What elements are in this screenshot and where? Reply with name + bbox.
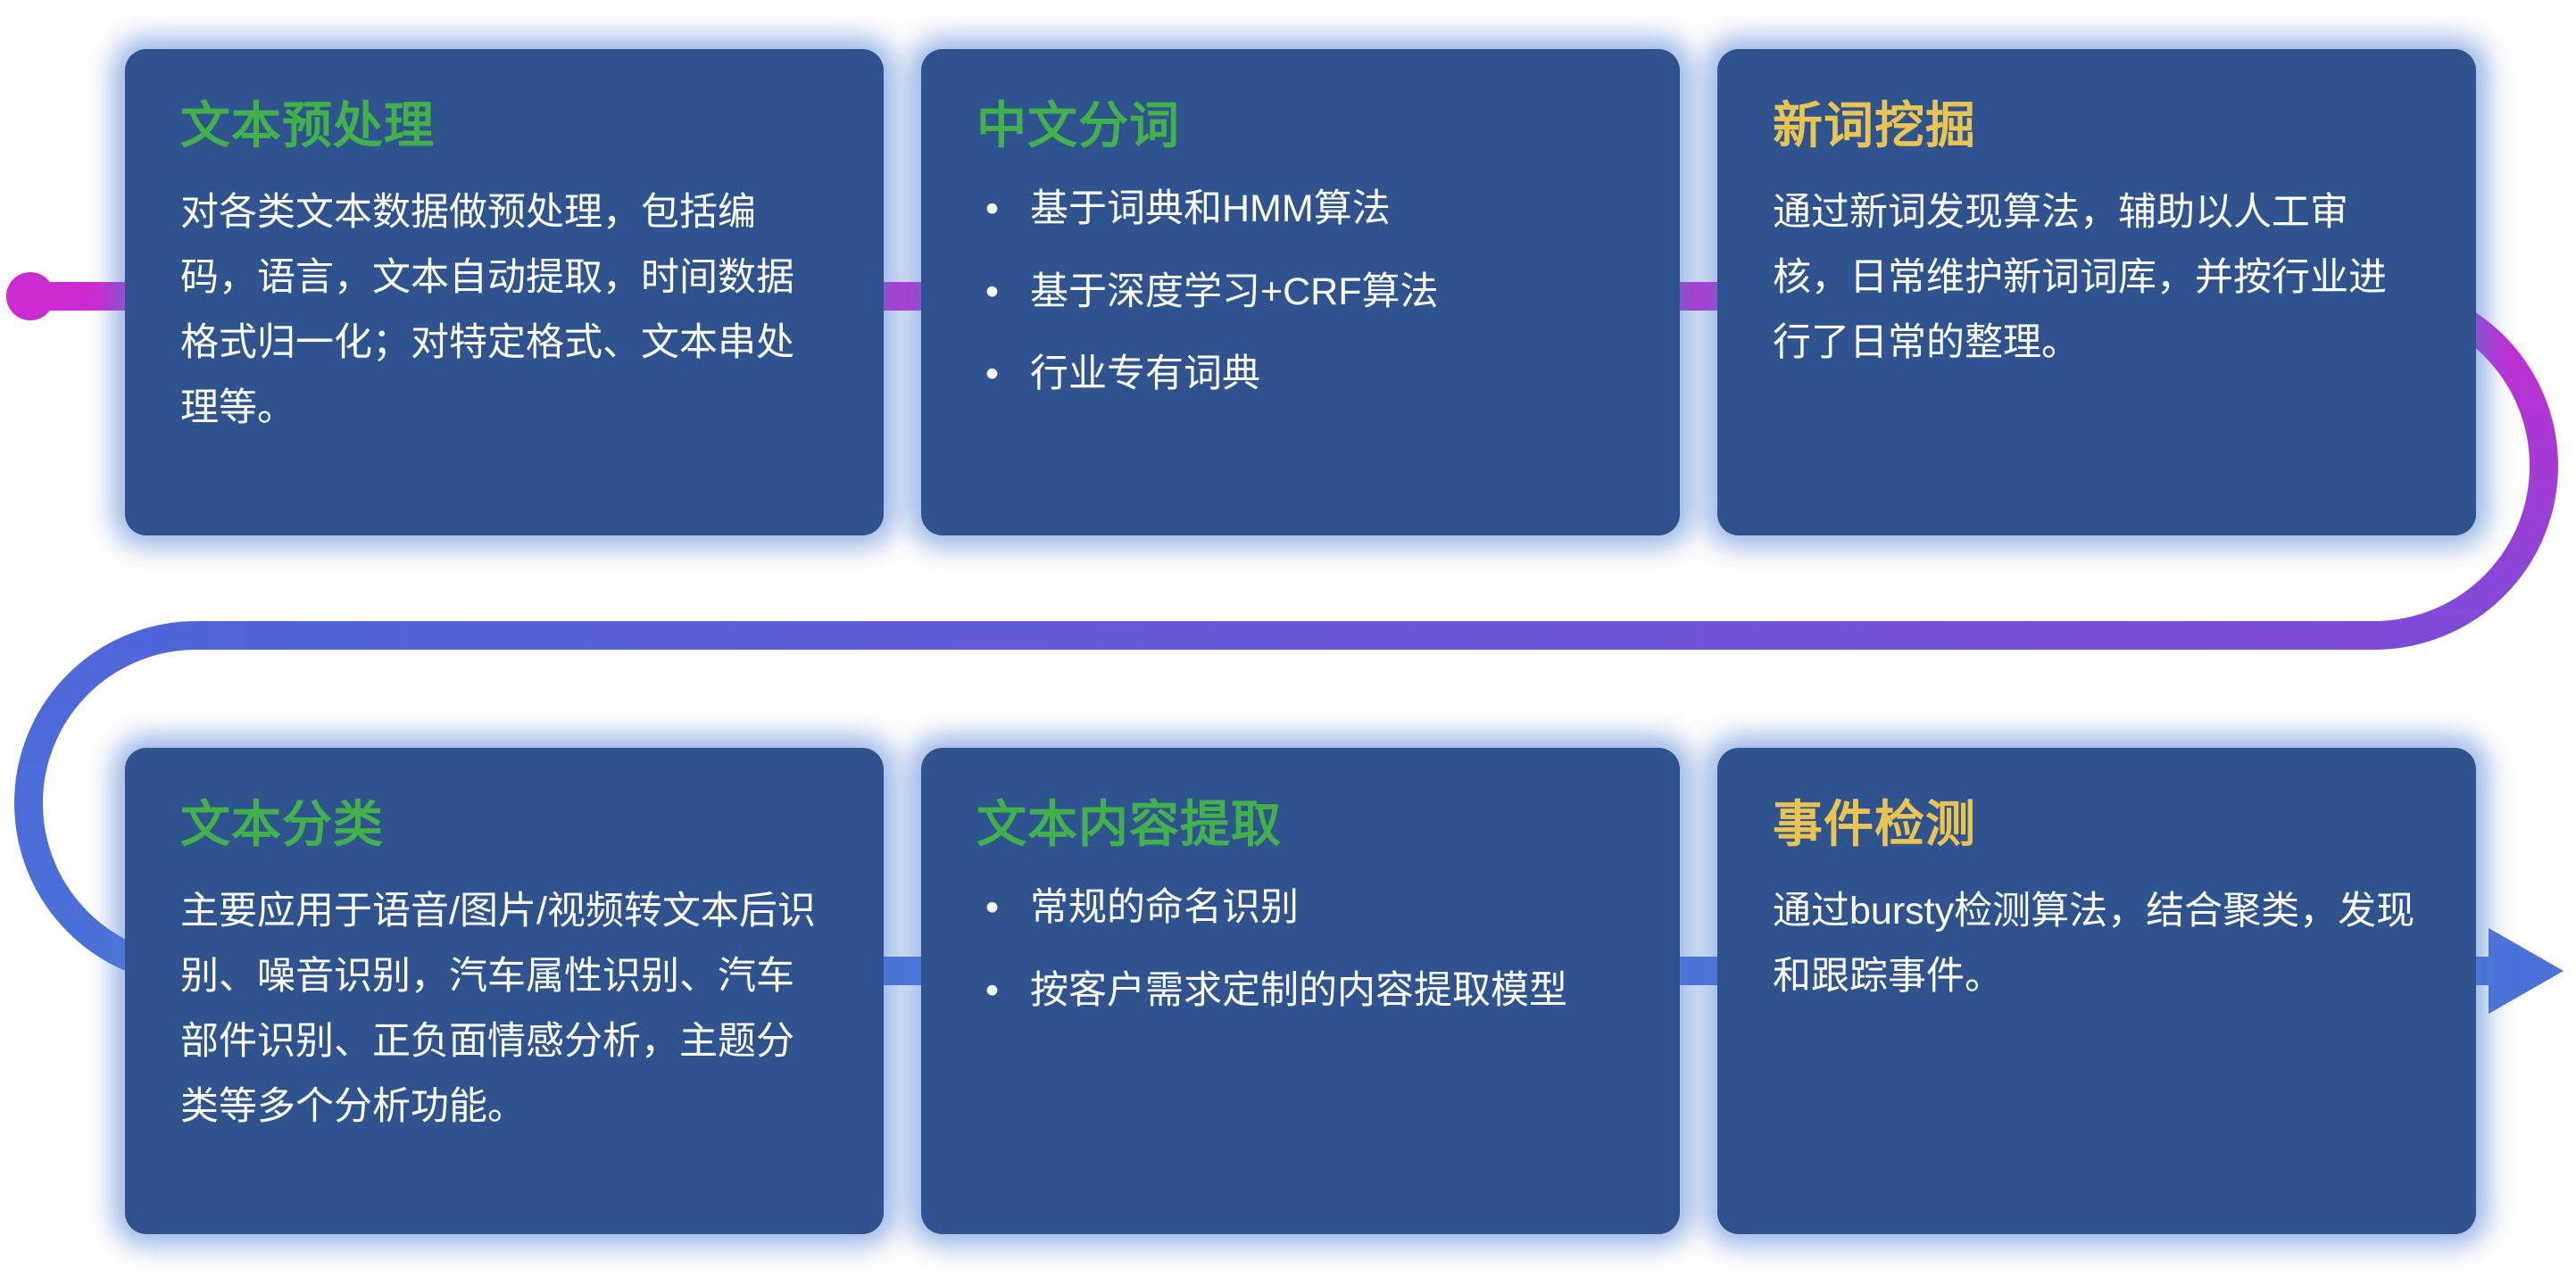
card-new-word-mining: 新词挖掘 通过新词发现算法，辅助以人工审核，日常维护新词词库，并按行业进行了日常… (1717, 49, 2476, 535)
card-text-content-extraction: 文本内容提取 常规的命名识别 按客户需求定制的内容提取模型 (921, 748, 1680, 1234)
bullet-item: 行业专有词典 (976, 345, 1625, 403)
bullet-item: 基于深度学习+CRF算法 (976, 263, 1625, 321)
pipeline-row-bottom: 文本分类 主要应用于语音/图片/视频转文本后识别、噪音识别，汽车属性识别、汽车部… (125, 748, 2476, 1234)
card-body: 主要应用于语音/图片/视频转文本后识别、噪音识别，汽车属性识别、汽车部件识别、正… (180, 890, 816, 1129)
card-body: 通过bursty检测算法，结合聚类，发现和跟踪事件。 (1773, 890, 2415, 999)
card-chinese-word-segmentation: 中文分词 基于词典和HMM算法 基于深度学习+CRF算法 行业专有词典 (921, 49, 1680, 535)
bullet-item: 常规的命名识别 (976, 879, 1625, 937)
bullet-item: 按客户需求定制的内容提取模型 (976, 962, 1625, 1020)
card-title: 事件检测 (1773, 796, 1976, 852)
pipeline-row-top: 文本预处理 对各类文本数据做预处理，包括编码，语言，文本自动提取，时间数据格式归… (125, 49, 2476, 535)
card-title: 文本分类 (180, 796, 384, 852)
card-event-detection: 事件检测 通过bursty检测算法，结合聚类，发现和跟踪事件。 (1717, 748, 2476, 1234)
bullet-item: 基于词典和HMM算法 (976, 180, 1625, 238)
card-body: 对各类文本数据做预处理，包括编码，语言，文本自动提取，时间数据格式归一化；对特定… (180, 191, 794, 430)
flow-curve-left (13, 621, 197, 985)
flow-arrow-right-icon (2489, 928, 2564, 1014)
card-text-classification: 文本分类 主要应用于语音/图片/视频转文本后识别、噪音识别，汽车属性识别、汽车部… (125, 748, 884, 1234)
card-bullet-list: 基于词典和HMM算法 基于深度学习+CRF算法 行业专有词典 (976, 180, 1625, 403)
card-body: 通过新词发现算法，辅助以人工审核，日常维护新词词库，并按行业进行了日常的整理。 (1773, 191, 2387, 365)
card-title: 文本预处理 (180, 97, 435, 153)
card-title: 中文分词 (976, 97, 1180, 153)
card-text-preprocessing: 文本预处理 对各类文本数据做预处理，包括编码，语言，文本自动提取，时间数据格式归… (125, 49, 884, 535)
card-title: 新词挖掘 (1773, 97, 1976, 153)
card-title: 文本内容提取 (976, 796, 1282, 852)
card-bullet-list: 常规的命名识别 按客户需求定制的内容提取模型 (976, 879, 1625, 1019)
